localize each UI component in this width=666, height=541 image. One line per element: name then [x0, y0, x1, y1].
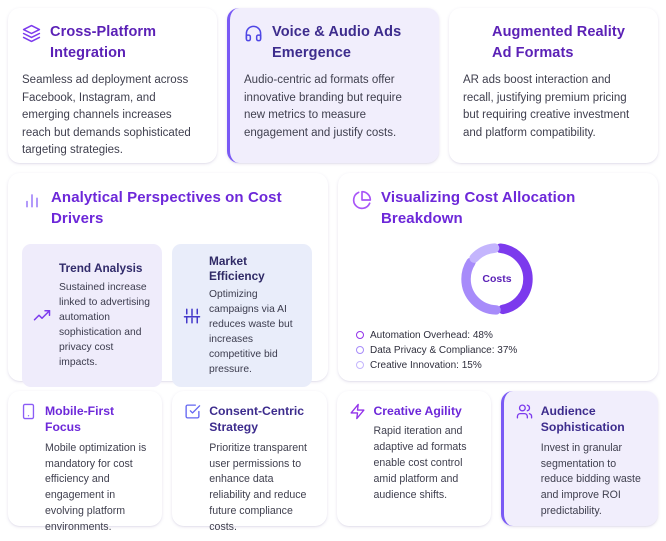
donut-segment-creative-innovation[interactable]: [461, 242, 533, 315]
card-title: Creative Agility: [373, 404, 462, 418]
subcard-title: Trend Analysis: [59, 261, 143, 276]
zap-icon: [349, 403, 366, 420]
card-body: Prioritize transparent user permissions …: [209, 441, 307, 534]
card-text: Mobile-First Focus Mobile optimization i…: [45, 403, 149, 536]
card-text: Audience Sophistication Invest in granul…: [541, 403, 645, 520]
subcard-trend-analysis[interactable]: Trend Analysis Sustained increase linked…: [22, 243, 162, 388]
subcard-market-efficiency[interactable]: Market Efficiency Optimizing campaigns v…: [172, 243, 312, 388]
card-text: Consent-Centric Strategy Prioritize tran…: [209, 403, 313, 536]
analysis-row: Analytical Perspectives on Cost Drivers …: [8, 173, 658, 388]
card-title: Voice & Audio Ads Emergence: [272, 24, 402, 61]
panel-cost-allocation: Visualizing Cost Allocation Breakdown: [338, 173, 658, 381]
subcard-text: Trend Analysis Sustained increase linked…: [59, 261, 151, 370]
check-square-icon: [184, 403, 201, 420]
legend-item[interactable]: Creative Innovation: 15%: [356, 360, 517, 371]
top-card-row: Cross-Platform Integration Seamless ad d…: [8, 8, 658, 163]
subcard-title: Market Efficiency: [209, 253, 265, 283]
card-body: Mobile optimization is mandatory for cos…: [45, 441, 147, 534]
subcard-text: Market Efficiency Optimizing campaigns v…: [209, 254, 301, 378]
layers-icon: [22, 24, 41, 43]
card-body: Rapid iteration and adaptive ad formats …: [373, 425, 467, 501]
card-text: Creative Agility Rapid iteration and ada…: [374, 403, 478, 504]
panel-header: Analytical Perspectives on Cost Drivers: [22, 187, 312, 230]
card-body: Seamless ad deployment across Facebook, …: [22, 74, 191, 157]
legend-label: Creative Innovation: 15%: [370, 359, 482, 371]
legend-label: Automation Overhead: 48%: [370, 329, 493, 341]
card-mobile-first-focus[interactable]: Mobile-First Focus Mobile optimization i…: [8, 391, 163, 533]
legend-item[interactable]: Automation Overhead: 48%: [356, 330, 517, 341]
card-augmented-reality-ad-formats[interactable]: Augmented Reality Ad Formats AR ads boos…: [449, 8, 658, 163]
panel-title: Analytical Perspectives on Cost Drivers: [51, 189, 282, 228]
bar-chart-icon: [22, 190, 42, 210]
card-cross-platform-integration[interactable]: Cross-Platform Integration Seamless ad d…: [8, 8, 217, 163]
donut-segment-data-privacy-compliance[interactable]: [461, 242, 533, 315]
card-title: Consent-Centric Strategy: [209, 404, 305, 435]
card-header: Cross-Platform Integration: [22, 22, 201, 63]
users-icon: [516, 403, 533, 420]
subcard-list: Trend Analysis Sustained increase linked…: [22, 243, 312, 388]
subcard-body: Sustained increase linked to advertising…: [59, 281, 151, 368]
card-body: Audio-centric ad formats offer innovativ…: [244, 74, 402, 139]
donut-chart-area: Costs Automation Overhead: 48% Data Priv…: [352, 230, 642, 371]
panel-title: Visualizing Cost Allocation Breakdown: [381, 189, 576, 228]
subcard-body: Optimizing campaigns via AI reduces wast…: [209, 289, 293, 376]
card-creative-agility[interactable]: Creative Agility Rapid iteration and ada…: [336, 391, 491, 526]
sliders-icon: [183, 307, 201, 325]
card-header: Augmented Reality Ad Formats: [463, 22, 642, 63]
legend-swatch: [356, 361, 364, 370]
legend-item[interactable]: Data Privacy & Compliance: 37%: [356, 345, 517, 356]
card-voice-audio-ads-emergence[interactable]: Voice & Audio Ads Emergence Audio-centri…: [227, 8, 439, 163]
pie-chart-icon: [352, 190, 372, 210]
card-consent-centric-strategy[interactable]: Consent-Centric Strategy Prioritize tran…: [172, 391, 327, 533]
bottom-card-row: Mobile-First Focus Mobile optimization i…: [8, 391, 658, 533]
legend-label: Data Privacy & Compliance: 37%: [370, 344, 518, 356]
card-body: Invest in granular segmentation to reduc…: [540, 441, 641, 518]
card-title: Audience Sophistication: [540, 404, 625, 435]
panel-header: Visualizing Cost Allocation Breakdown: [352, 187, 642, 230]
card-body: AR ads boost interaction and recall, jus…: [463, 74, 630, 139]
donut-chart[interactable]: Costs: [454, 236, 540, 322]
card-audience-sophistication[interactable]: Audience Sophistication Invest in granul…: [500, 391, 658, 526]
chart-legend: Automation Overhead: 48% Data Privacy & …: [356, 330, 517, 371]
trending-up-icon: [33, 307, 51, 325]
card-title: Augmented Reality Ad Formats: [492, 24, 626, 61]
card-title: Mobile-First Focus: [45, 404, 115, 435]
headphones-icon: [244, 24, 263, 43]
donut-center-label: Costs: [482, 272, 512, 285]
legend-swatch: [356, 346, 364, 355]
smartphone-icon: [20, 403, 37, 420]
donut-svg: [461, 242, 533, 315]
panel-analytical-perspectives: Analytical Perspectives on Cost Drivers …: [8, 173, 328, 388]
card-header: Voice & Audio Ads Emergence: [244, 22, 423, 63]
legend-swatch: [356, 331, 364, 340]
card-title: Cross-Platform Integration: [50, 24, 157, 61]
